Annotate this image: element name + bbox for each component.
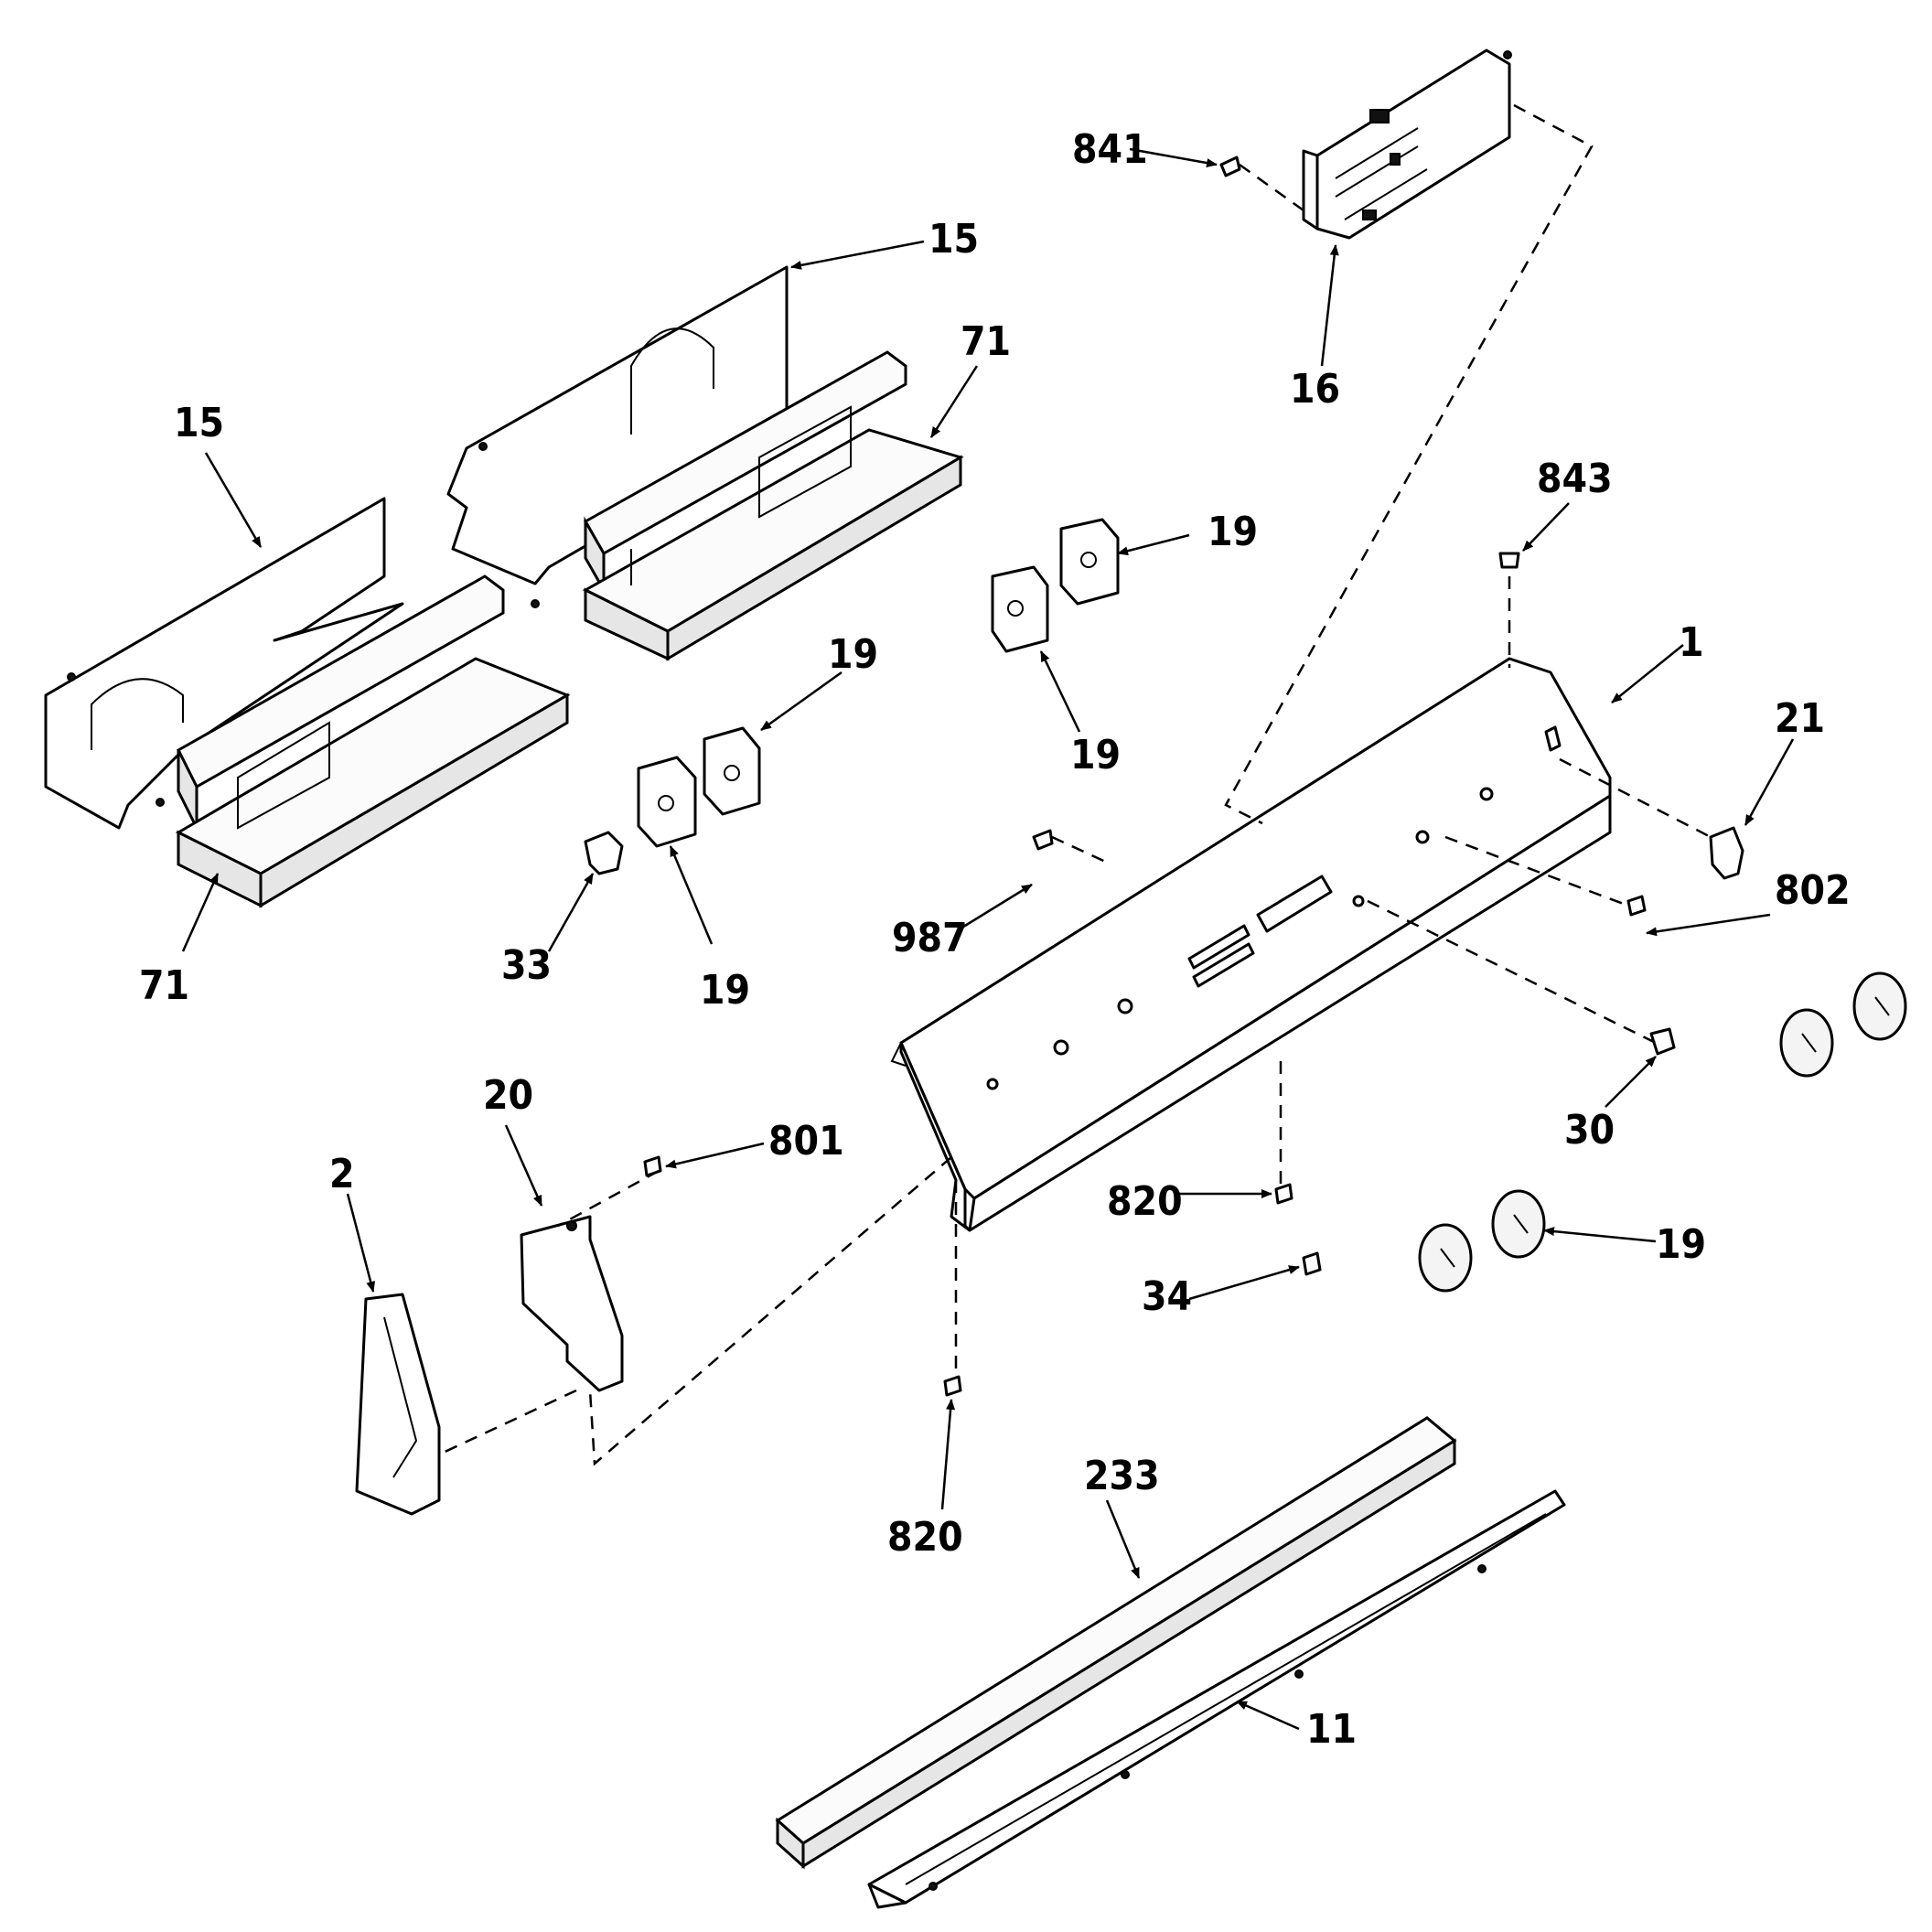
callout-19-knob: 19 [1656,1221,1706,1268]
callout-843: 843 [1537,456,1613,502]
callout-801: 801 [768,1118,844,1165]
callout-33: 33 [501,942,552,989]
knob-set [1418,971,1907,1293]
switch-33 [584,831,624,875]
callout-labels: 841 15 15 16 71 71 843 19 19 19 19 19 1 … [139,126,1851,1753]
callout-15-upper: 15 [928,216,979,263]
callout-19-upper-right: 19 [1208,509,1258,555]
hardware-screws [643,156,1676,1397]
switch-21 [1709,826,1744,880]
assembly-lines [438,103,1712,1466]
callout-802: 802 [1775,867,1851,914]
callout-19-upper-bottom: 19 [1070,732,1121,778]
insulation-block-lower [175,574,571,908]
infinite-switch-pair-lower [637,726,761,848]
insulation-strip-233 [775,1416,1457,1870]
trim-strip-11 [867,1489,1566,1909]
callout-34: 34 [1142,1273,1192,1320]
callout-820-upper: 820 [1107,1178,1183,1225]
clock-timer-module [1302,48,1512,240]
callout-71-upper: 71 [961,318,1011,365]
rear-cover-upper [446,265,789,608]
side-bracket-20 [520,1215,624,1392]
callout-233: 233 [1084,1453,1160,1499]
callout-15-left: 15 [174,400,224,446]
callout-21: 21 [1775,695,1825,742]
infinite-switch-pair-upper [991,518,1120,653]
callout-1: 1 [1679,619,1704,666]
end-cap-2 [355,1293,441,1516]
callout-820-lower: 820 [887,1514,963,1561]
rear-cover-left [44,497,404,830]
leader-arrows [181,147,1795,1731]
callout-2: 2 [329,1151,355,1197]
callout-71-lower: 71 [139,962,189,1009]
callout-16: 16 [1290,366,1340,413]
callout-987: 987 [892,915,968,961]
callout-19-lower-top: 19 [828,631,878,678]
callout-30: 30 [1564,1107,1615,1154]
callout-11: 11 [1306,1706,1357,1753]
control-panel-backguard [890,657,1612,1232]
callout-19-lower-bottom: 19 [700,967,750,1014]
callout-841: 841 [1072,126,1148,173]
callout-20: 20 [483,1072,533,1119]
insulation-block-upper [582,350,964,661]
